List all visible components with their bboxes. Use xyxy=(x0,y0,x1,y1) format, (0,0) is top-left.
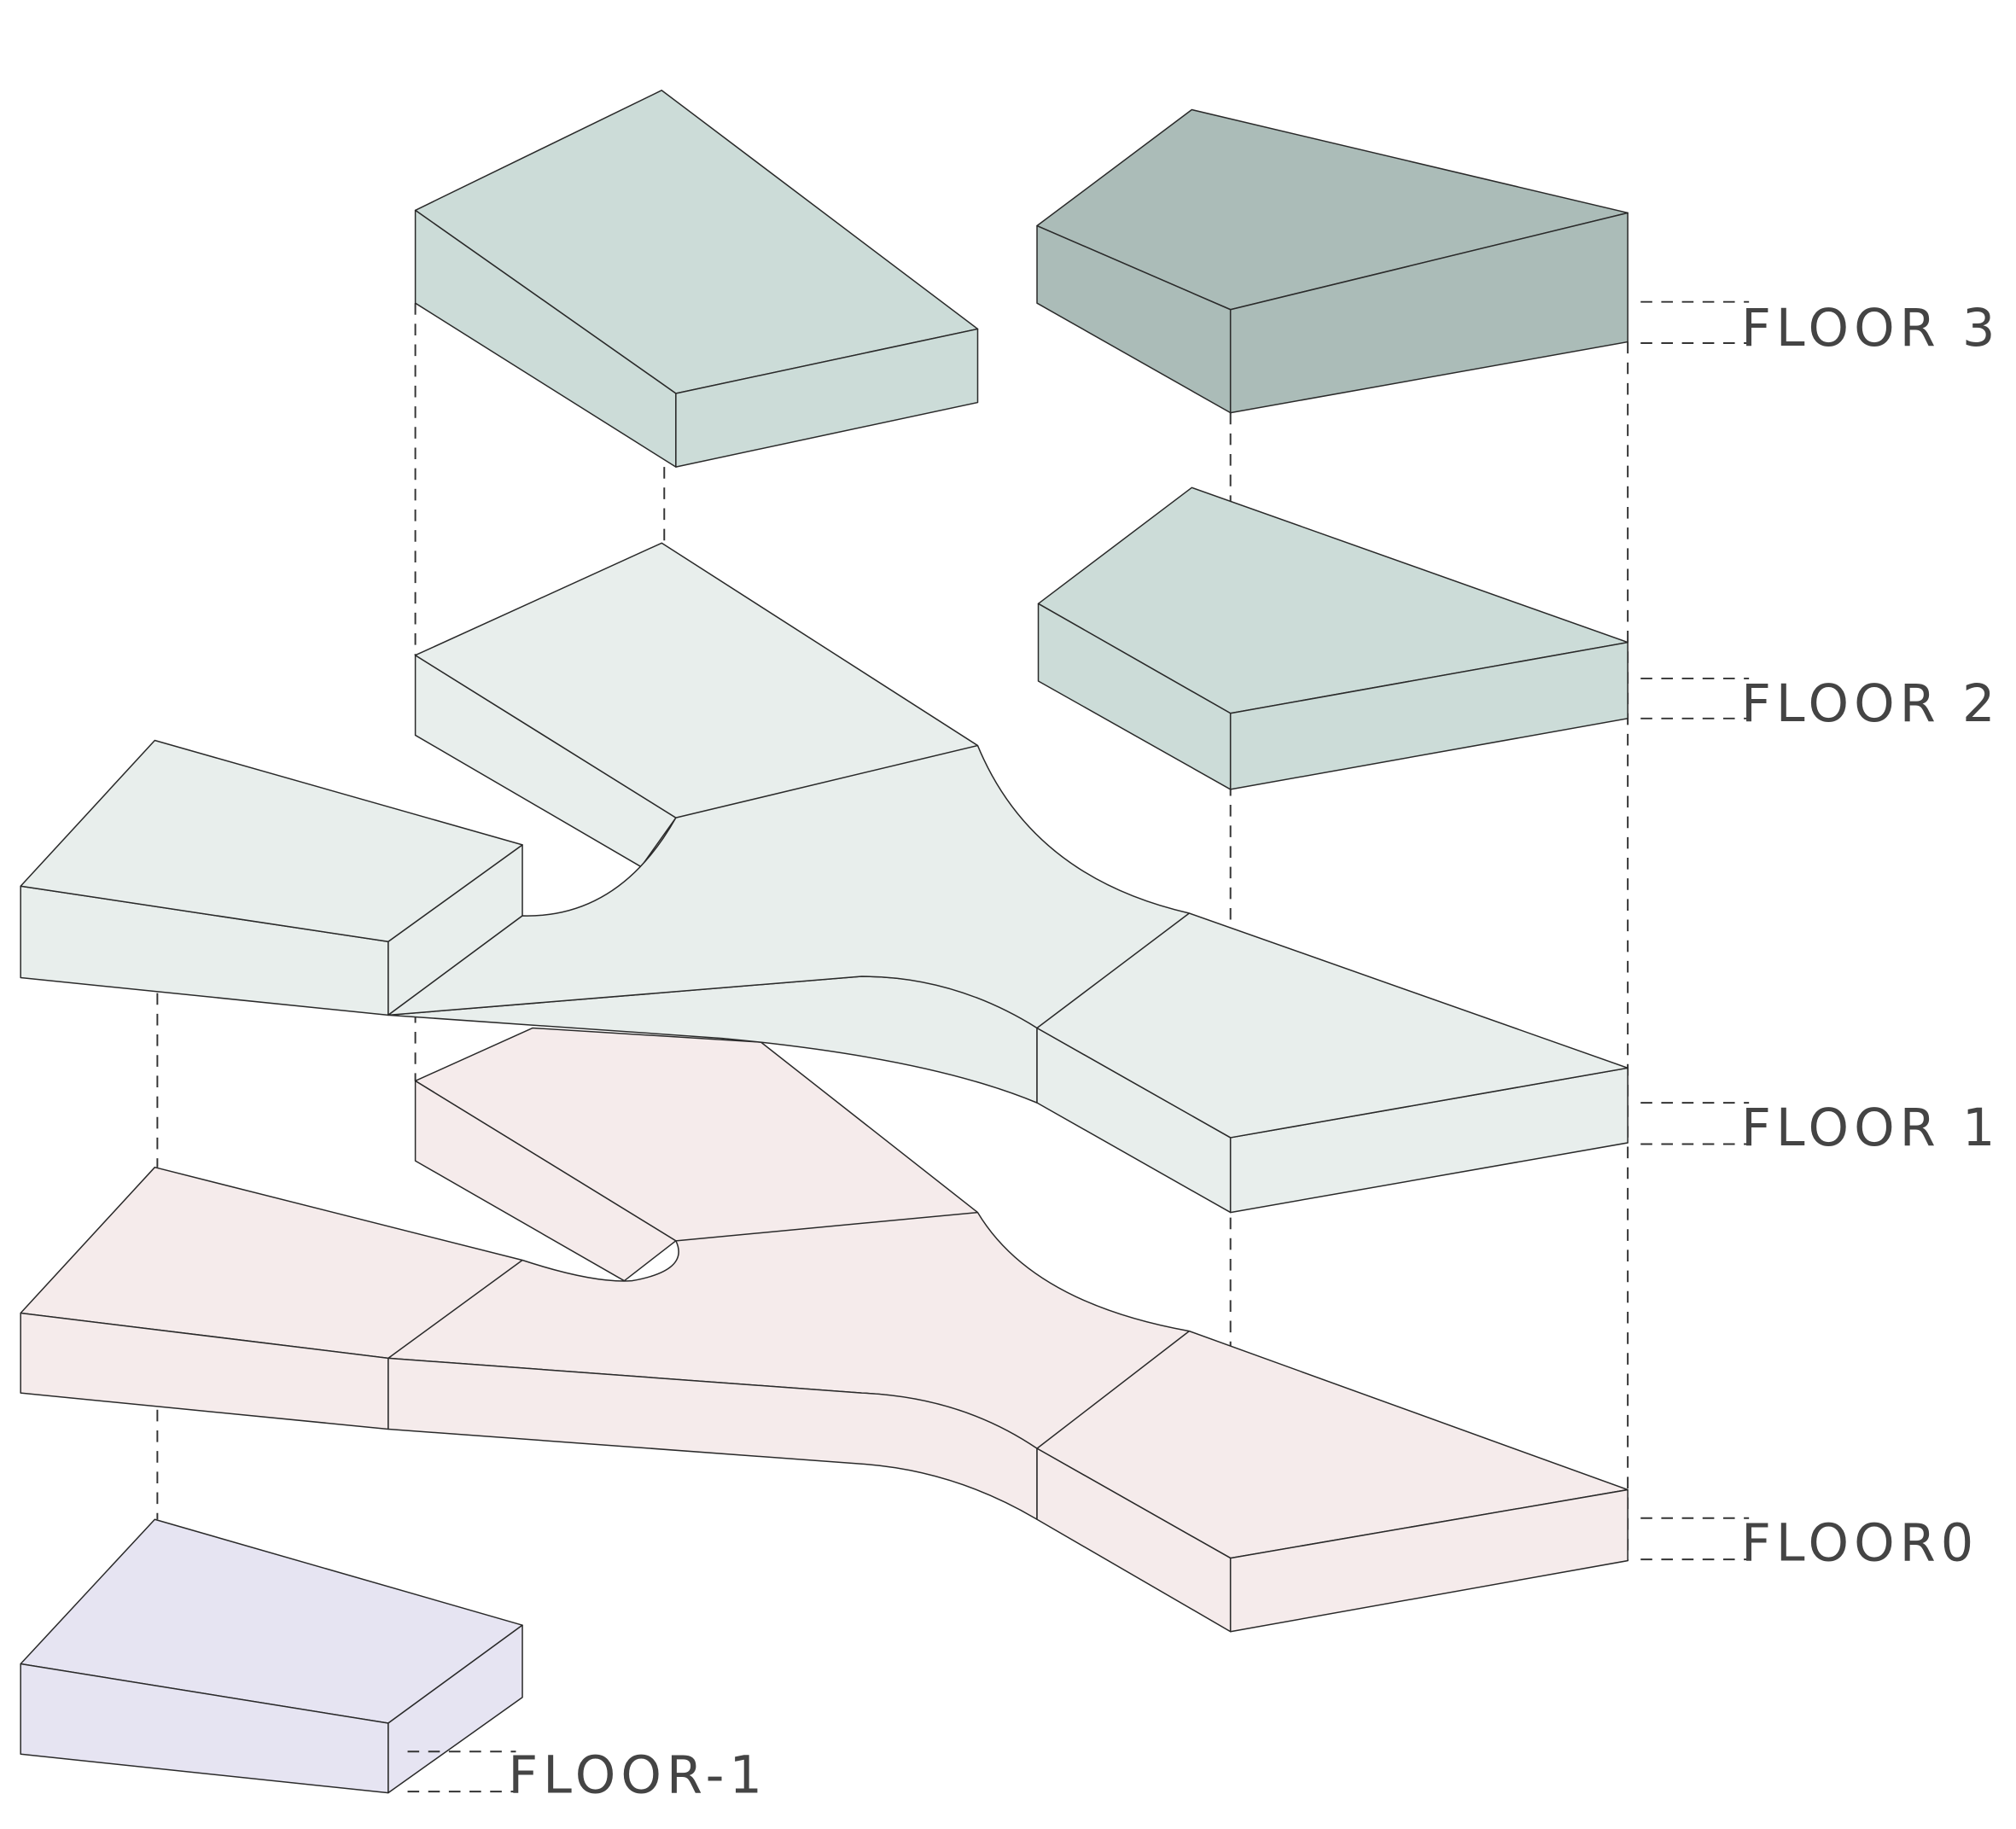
floor-minus1-label: FLOOR-1 xyxy=(508,1746,767,1806)
floor2-label: FLOOR 2 xyxy=(1741,674,2000,734)
floor-minus1-block xyxy=(20,1518,523,1794)
floor1-label: FLOOR 1 xyxy=(1741,1098,2000,1158)
floor0-block xyxy=(20,1027,1629,1633)
floor3-right-block xyxy=(1036,108,1629,414)
floor3-left-block xyxy=(414,90,979,468)
floor1-block xyxy=(20,542,1629,1214)
level-brackets xyxy=(407,300,1750,1793)
floor3-label: FLOOR 3 xyxy=(1741,299,2000,358)
floor0-label: FLOOR0 xyxy=(1741,1514,1978,1574)
floor2-block xyxy=(1037,486,1629,790)
